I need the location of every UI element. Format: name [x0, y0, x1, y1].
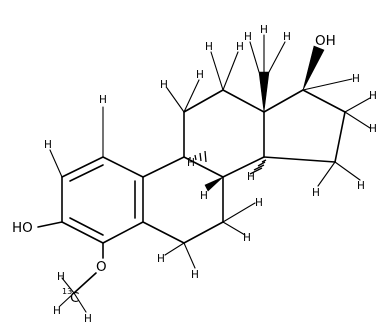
isotope-mass-label: 13	[62, 287, 72, 296]
h-label: H	[369, 123, 377, 135]
h-label: H	[53, 305, 61, 317]
h-label: H	[187, 157, 195, 169]
methoxy-oxygen-label: O	[96, 259, 107, 275]
h-label: H	[99, 94, 107, 106]
h-label: H	[236, 41, 244, 53]
h-label: H	[205, 41, 213, 53]
h-label: H	[57, 271, 65, 283]
h-label: H	[283, 31, 291, 43]
hydrogen-labels: H H H H H H H H H H H H H H H H H H H H …	[44, 24, 377, 325]
bonds	[37, 89, 346, 294]
h-label: H	[247, 171, 255, 183]
h-label: H	[244, 31, 252, 43]
phenol-hydroxyl-label: HO	[12, 220, 33, 236]
h-label: H	[191, 269, 199, 281]
h-label: H	[160, 79, 168, 91]
h-label: H	[352, 73, 360, 85]
h-label: H	[196, 69, 204, 81]
atom-labels: HO O OH 13 C	[12, 33, 336, 306]
h-label: H	[260, 24, 268, 36]
h-label: H	[44, 139, 52, 151]
stereo-bonds	[189, 45, 325, 192]
h-label: H	[157, 253, 165, 265]
h-label: H	[243, 232, 251, 244]
hydrogen-bonds	[49, 34, 371, 313]
c17-hydroxyl-label: OH	[315, 33, 336, 49]
h-label: H	[200, 190, 208, 202]
isotope-carbon-label: C	[70, 290, 79, 306]
h-label: H	[369, 90, 377, 102]
h-label: H	[84, 313, 92, 325]
h-label: H	[255, 197, 263, 209]
h-label: H	[357, 180, 365, 192]
h-label: H	[312, 187, 320, 199]
